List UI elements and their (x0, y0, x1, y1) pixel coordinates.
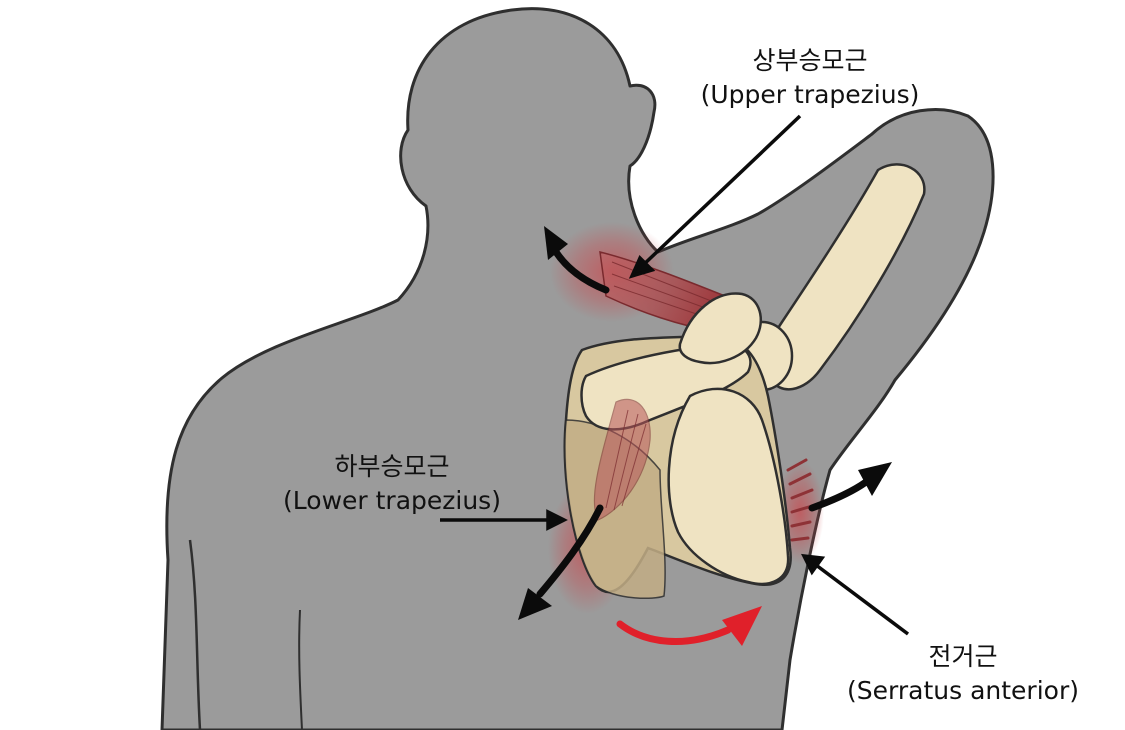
lower-trapezius-korean: 하부승모근 (334, 452, 450, 481)
spine-contour (298, 609, 303, 730)
arrow-up-right-icon (808, 462, 892, 512)
arrow-down-left-icon (518, 504, 604, 620)
lower-trapezius-fibers (605, 409, 647, 511)
lower-trapezius-label: 하부승모근 (Lower trapezius) (262, 450, 522, 518)
lower-trapezius-pointer-head (546, 509, 568, 531)
humerus-bone (764, 163, 926, 391)
serratus-anterior-korean: 전거근 (928, 642, 998, 671)
upper-trapezius-english: (Upper trapezius) (700, 80, 920, 109)
scapula-blade (667, 387, 790, 586)
serratus-pointer-head (800, 553, 826, 576)
lower-trapezius-english: (Lower trapezius) (283, 486, 501, 515)
serratus-anterior-english: (Serratus anterior) (847, 676, 1079, 705)
lower-trapezius-muscle (593, 398, 651, 521)
upper-trapezius-pointer-head (628, 254, 656, 279)
upper-trapezius-label: 상부승모근 (Upper trapezius) (680, 44, 940, 112)
serratus-anterior-label: 전거근 (Serratus anterior) (818, 640, 1108, 708)
arrow-up-left-icon (544, 226, 610, 294)
acromion (678, 292, 762, 365)
upper-trapezius-korean: 상부승모근 (752, 46, 868, 75)
curved-arrow-right-icon (616, 606, 762, 646)
serratus-pointer (810, 560, 910, 636)
upper-trapezius-pointer (638, 114, 802, 270)
pointer-lines (440, 114, 910, 636)
left-arm-contour (188, 539, 202, 730)
